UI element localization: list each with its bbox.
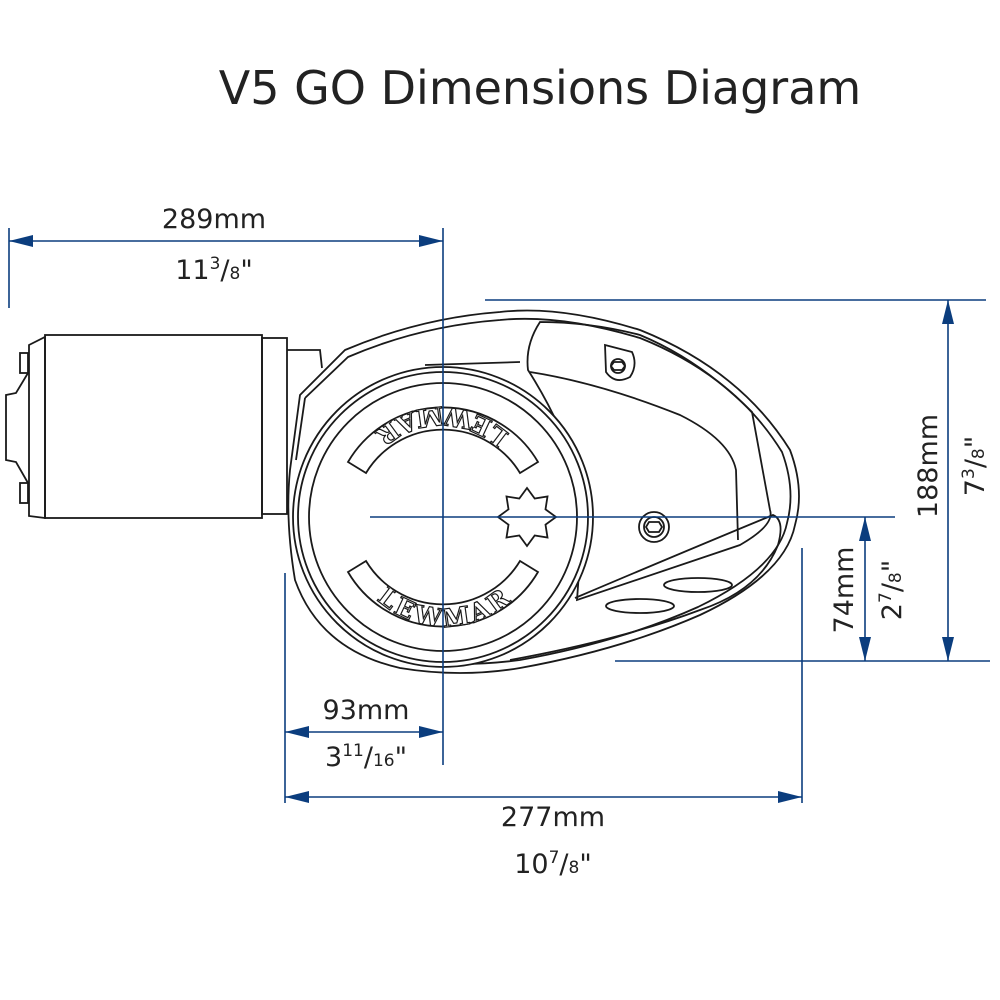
logo-band-top xyxy=(346,406,540,475)
mounting-slot xyxy=(605,598,675,614)
svg-text:74mm: 74mm xyxy=(829,547,860,634)
dimension-base-length: 277mm 107/8" xyxy=(501,802,605,880)
windlass-drawing: LEWMAR LEWMAR xyxy=(5,309,800,674)
mounting-slot xyxy=(663,577,733,593)
hex-bolt-icon xyxy=(604,343,636,381)
diagram-title: V5 GO Dimensions Diagram xyxy=(219,61,861,115)
dimension-lines xyxy=(8,228,990,803)
svg-text:277mm: 277mm xyxy=(501,802,605,833)
gypsy-cover xyxy=(526,321,772,602)
motor-end-cap xyxy=(5,335,46,520)
svg-text:311/16": 311/16" xyxy=(325,741,407,773)
svg-text:113/8": 113/8" xyxy=(175,254,253,286)
motor-flange xyxy=(261,337,288,515)
svg-text:73/8": 73/8" xyxy=(959,436,991,496)
svg-text:93mm: 93mm xyxy=(323,695,410,726)
dimension-height: 188mm 73/8" xyxy=(913,414,991,518)
dimension-overall-length: 289mm 113/8" xyxy=(162,204,266,286)
svg-text:107/8": 107/8" xyxy=(514,848,592,880)
dimension-drum-offset: 93mm 311/16" xyxy=(323,695,410,773)
svg-text:27/8": 27/8" xyxy=(876,560,908,620)
motor-body xyxy=(44,334,263,519)
logo-band-bottom xyxy=(346,559,540,628)
svg-text:289mm: 289mm xyxy=(162,204,266,235)
svg-text:188mm: 188mm xyxy=(913,414,944,518)
dimension-center-height: 74mm 27/8" xyxy=(829,547,908,634)
